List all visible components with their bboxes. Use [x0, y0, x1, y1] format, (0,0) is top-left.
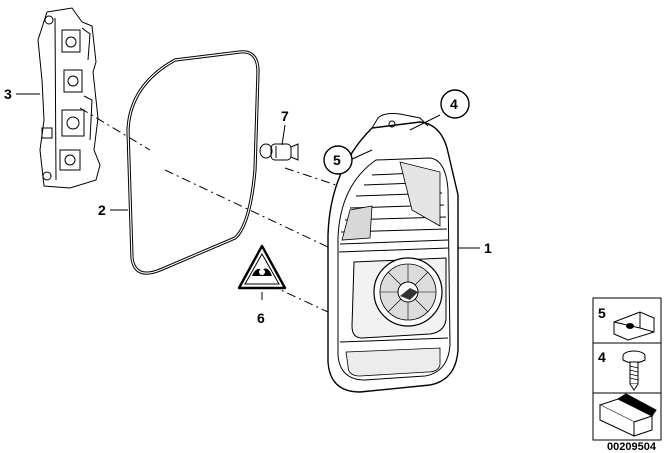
- clip-nut-icon: [613, 311, 655, 341]
- callout-2: 2: [98, 202, 106, 218]
- callout-1: 1: [484, 240, 492, 256]
- legend-label-5: 5: [598, 305, 606, 321]
- gasket-part: [126, 50, 260, 275]
- bracket-arrow-icon: [598, 393, 657, 437]
- callout-3: 3: [4, 86, 12, 102]
- warning-label-part: [237, 244, 287, 290]
- assembly-line-middle: [164, 169, 331, 249]
- hardware-legend: 5 4: [592, 297, 662, 441]
- upper-lens-ribs: [340, 161, 448, 241]
- callout-5: 5: [333, 152, 341, 168]
- bulb-part: [259, 143, 299, 161]
- diagram-part-number: 00209504: [607, 441, 657, 453]
- callout-6: 6: [257, 310, 265, 326]
- leader-lines: [16, 93, 480, 300]
- callout-4: 4: [450, 96, 458, 112]
- callout-5-circle: [323, 145, 353, 175]
- callout-4-circle: [440, 89, 470, 119]
- legend-label-4: 4: [598, 349, 606, 365]
- callouts: 1 2 3 4 5 6 7: [4, 86, 492, 326]
- tail-light-part: [327, 113, 459, 393]
- screw-icon: [622, 350, 646, 391]
- bulb-carrier-part: [37, 7, 101, 189]
- callout-7: 7: [281, 108, 289, 124]
- assembly-line-bulb: [284, 167, 346, 189]
- round-reflector: [373, 257, 443, 327]
